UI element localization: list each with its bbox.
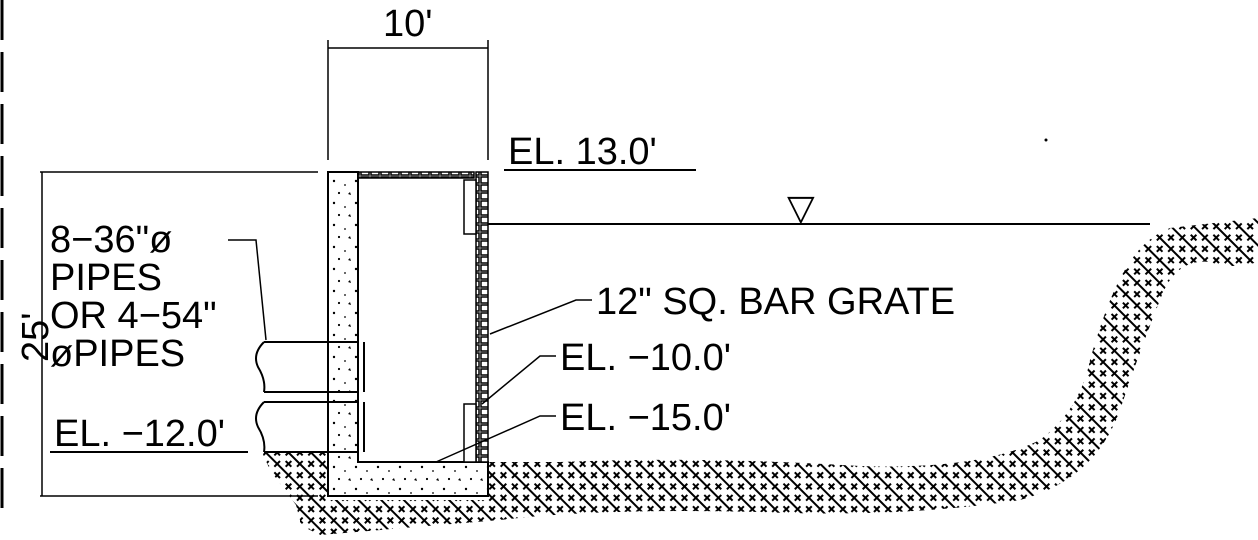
elevation-floor-label: EL. −15.0' bbox=[560, 397, 731, 439]
grate-note-leader bbox=[489, 299, 592, 335]
upper-guide bbox=[463, 179, 477, 235]
height-label: 25' bbox=[15, 312, 57, 362]
reference-dot bbox=[1044, 138, 1048, 142]
pipe-upper[interactable] bbox=[255, 341, 365, 393]
height-dimension bbox=[40, 171, 318, 497]
pipe-note-line4: øPIPES bbox=[50, 333, 185, 375]
pipe-note-line1: 8−36"ø bbox=[50, 219, 172, 261]
elevation-floor-leader bbox=[435, 415, 556, 463]
width-dimension bbox=[327, 40, 489, 160]
elevation-grate-leader bbox=[481, 355, 556, 405]
soil-channel bbox=[300, 218, 1258, 535]
top-slab bbox=[357, 171, 475, 179]
pipe-lower[interactable] bbox=[255, 401, 365, 453]
elevation-top-label: EL. 13.0' bbox=[508, 131, 657, 173]
bar-grate[interactable] bbox=[475, 171, 489, 463]
width-label: 10' bbox=[383, 3, 433, 45]
elevation-grate-label: EL. −10.0' bbox=[560, 337, 731, 379]
pipe-note-line3: OR 4−54" bbox=[50, 295, 217, 337]
pipe-note-line2: PIPES bbox=[50, 257, 162, 299]
grate-note-label: 12" SQ. BAR GRATE bbox=[596, 281, 955, 323]
elevation-pipe-label: EL. −12.0' bbox=[54, 413, 225, 455]
lower-guide bbox=[463, 403, 477, 463]
water-surface-symbol: ▽ bbox=[787, 187, 815, 228]
pipe-note-leader bbox=[228, 239, 267, 341]
